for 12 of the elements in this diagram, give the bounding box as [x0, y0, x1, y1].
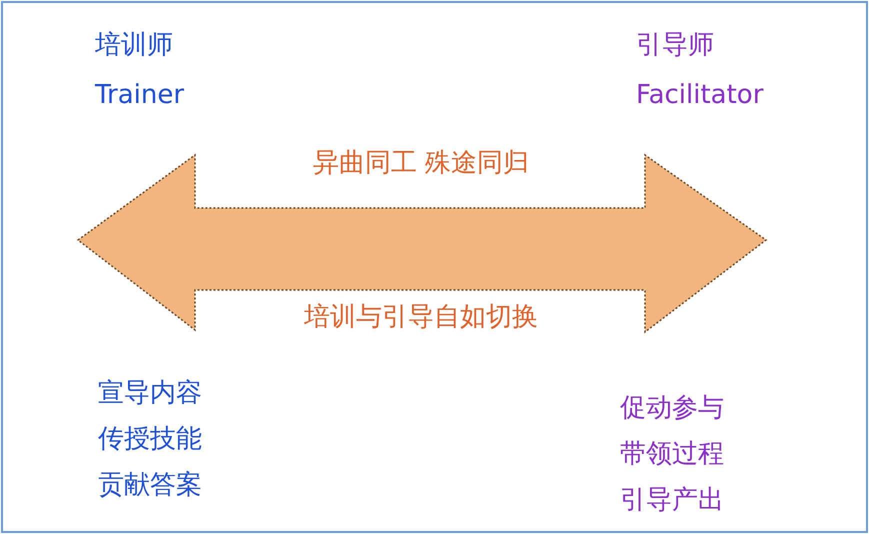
- task-text: 宣导内容: [98, 378, 202, 408]
- task-text: 带领过程: [620, 439, 724, 469]
- task-text: 贡献答案: [98, 470, 202, 500]
- task-text: 传授技能: [98, 424, 202, 454]
- role-title: Facilitator: [636, 80, 764, 110]
- arrow-caption: 培训与引导自如切换: [304, 302, 538, 332]
- arrow-caption: 异曲同工 殊途同归: [312, 148, 530, 178]
- task-text: 引导产出: [620, 485, 724, 515]
- role-title: 引导师: [636, 30, 714, 60]
- role-title: Trainer: [95, 80, 184, 110]
- role-title: 培训师: [95, 30, 173, 60]
- task-text: 促动参与: [620, 393, 724, 423]
